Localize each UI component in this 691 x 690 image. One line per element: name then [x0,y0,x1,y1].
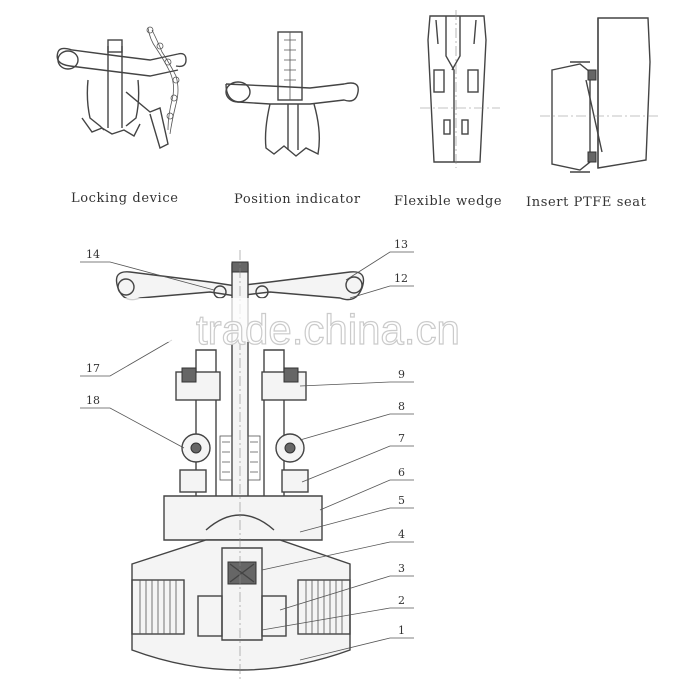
part-number-1: 1 [398,624,405,637]
part-number-3: 3 [398,562,405,575]
locking-device-sketch [56,26,187,150]
flexible-wedge-sketch [420,10,500,168]
watermark-backdrop [80,298,330,342]
part-number-9: 9 [398,368,405,381]
position-indicator-sketch [225,31,359,157]
part-number-6: 6 [398,466,405,479]
part-number-17: 17 [86,362,100,375]
caption-insert-ptfe-seat: Insert PTFE seat [526,195,647,210]
leader-lines [80,251,414,661]
part-number-12: 12 [394,272,408,285]
watermark: trade.china.cn [196,306,460,353]
caption-position-indicator: Position indicator [234,192,361,207]
part-number-18: 18 [86,394,100,407]
part-number-4: 4 [398,528,405,541]
caption-flexible-wedge: Flexible wedge [394,194,502,209]
part-number-8: 8 [398,400,405,413]
part-number-5: 5 [398,494,405,507]
part-number-13: 13 [394,238,408,251]
caption-locking-device: Locking device [71,191,179,206]
insert-ptfe-seat-sketch [540,17,660,173]
part-number-14: 14 [86,248,100,261]
part-number-2: 2 [398,594,405,607]
part-number-7: 7 [398,432,405,445]
